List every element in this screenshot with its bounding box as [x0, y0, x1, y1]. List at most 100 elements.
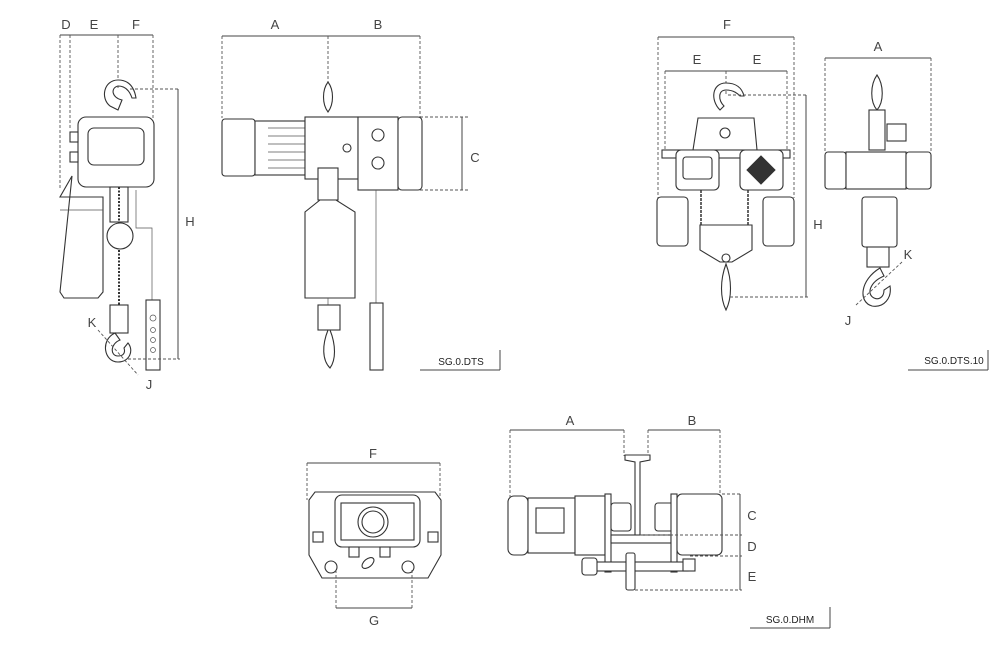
pulley — [106, 222, 134, 250]
dim-label-d: D — [747, 539, 756, 554]
wheel-right — [401, 560, 415, 574]
rail-wheel — [625, 552, 636, 591]
dim-label-b: B — [374, 17, 383, 32]
pendant-button — [149, 314, 157, 322]
motor-cap — [507, 495, 529, 556]
hanger — [868, 109, 886, 151]
motor-shaft-inner — [361, 510, 385, 534]
top-hook — [871, 74, 883, 111]
dim-label-f: F — [369, 446, 377, 461]
bumper-left — [312, 531, 324, 543]
cross-bar — [661, 149, 791, 159]
dim-label-a: A — [874, 39, 883, 54]
cross-member — [610, 534, 672, 544]
dim-label-e: E — [748, 569, 757, 584]
bottom-hook — [862, 267, 891, 307]
gland — [69, 151, 79, 163]
bottom-hook — [720, 262, 732, 312]
brake-cap — [905, 151, 932, 190]
bolt — [342, 143, 352, 153]
pendant-control — [145, 299, 161, 371]
chain-bag-right — [762, 196, 795, 247]
fin-lines — [268, 127, 305, 169]
pendant-control — [369, 302, 384, 371]
chain-bag — [59, 175, 104, 299]
pendant-button — [150, 337, 156, 343]
dim-label-g: G — [369, 613, 379, 628]
motor-cap — [221, 118, 256, 177]
dim-label-a: A — [271, 17, 280, 32]
bottom-block — [699, 224, 753, 263]
dim-label-e-right: E — [753, 52, 762, 67]
dim-label-e: E — [90, 17, 99, 32]
motor-body — [845, 151, 907, 190]
dim-label-d: D — [61, 17, 70, 32]
pendant-button — [150, 347, 156, 353]
bottom-hook — [323, 329, 336, 369]
box-window — [682, 156, 713, 180]
dim-line-k — [97, 329, 139, 376]
model-code-dts10: SG.0.DTS.10 — [924, 356, 984, 367]
brake-cap — [397, 116, 423, 191]
model-code-dts: SG.0.DTS — [438, 357, 484, 368]
pendant-cable — [135, 190, 153, 300]
axle-nut — [581, 557, 598, 576]
dim-label-a: A — [566, 413, 575, 428]
dts-side-view: D E F H K J — [59, 17, 195, 392]
top-hook — [322, 81, 334, 113]
gland — [69, 131, 79, 143]
body-window — [87, 127, 145, 166]
gearbox — [610, 502, 632, 532]
control-housing — [357, 116, 399, 191]
motor-fins — [254, 120, 306, 176]
chain-outlet — [317, 167, 339, 201]
gear-housing — [574, 495, 606, 556]
dim-label-b: B — [688, 413, 697, 428]
chain-bag-left — [656, 196, 689, 247]
dim-label-k: K — [88, 315, 97, 330]
hook-block — [109, 304, 129, 334]
dim-label-f: F — [723, 17, 731, 32]
motor-terminal — [535, 507, 565, 534]
housing-knob — [371, 156, 385, 170]
dts10-front-view: F E E H — [656, 17, 823, 312]
plate-hole — [719, 127, 731, 139]
connector — [361, 557, 375, 569]
chain-container — [861, 196, 898, 248]
housing-knob — [371, 128, 385, 142]
wheel-left — [324, 560, 338, 574]
bottom-hook — [105, 332, 132, 363]
hook-block — [317, 304, 341, 331]
dts10-side-view: A K J SG.0.DTS.10 — [824, 39, 989, 371]
dim-label-c: C — [747, 508, 756, 523]
dim-label-h: H — [813, 217, 822, 232]
dim-label-j: J — [146, 377, 153, 392]
dim-label-h: H — [185, 214, 194, 229]
dim-label-j: J — [845, 313, 852, 328]
bumper-right — [427, 531, 439, 543]
limit-switch — [886, 123, 907, 142]
side-plate-right — [670, 493, 678, 573]
top-hook — [103, 79, 137, 111]
model-code-dhm: SG.0.DHM — [766, 615, 814, 626]
cable-gland — [379, 546, 391, 558]
dim-line-jk — [855, 261, 903, 306]
dim-label-k: K — [904, 247, 913, 262]
hoist-housing — [676, 493, 723, 556]
cable-gland — [682, 558, 696, 572]
dim-label-f: F — [132, 17, 140, 32]
swivel — [721, 253, 731, 263]
dhm-side-view: A B C D E SG.0.DHM — [507, 413, 831, 629]
dim-label-e-left: E — [693, 52, 702, 67]
dhm-end-view: F G — [306, 446, 442, 628]
hook-block — [866, 246, 890, 268]
motor-cap — [824, 151, 847, 190]
dts-front-view: A B C SG.0.DTS — [221, 17, 501, 371]
side-plate-left — [604, 493, 612, 573]
chain-container — [304, 199, 356, 299]
cable-gland — [348, 546, 360, 558]
pendant-button — [150, 327, 156, 333]
top-hook — [713, 82, 745, 111]
diamond-plate — [746, 155, 776, 185]
